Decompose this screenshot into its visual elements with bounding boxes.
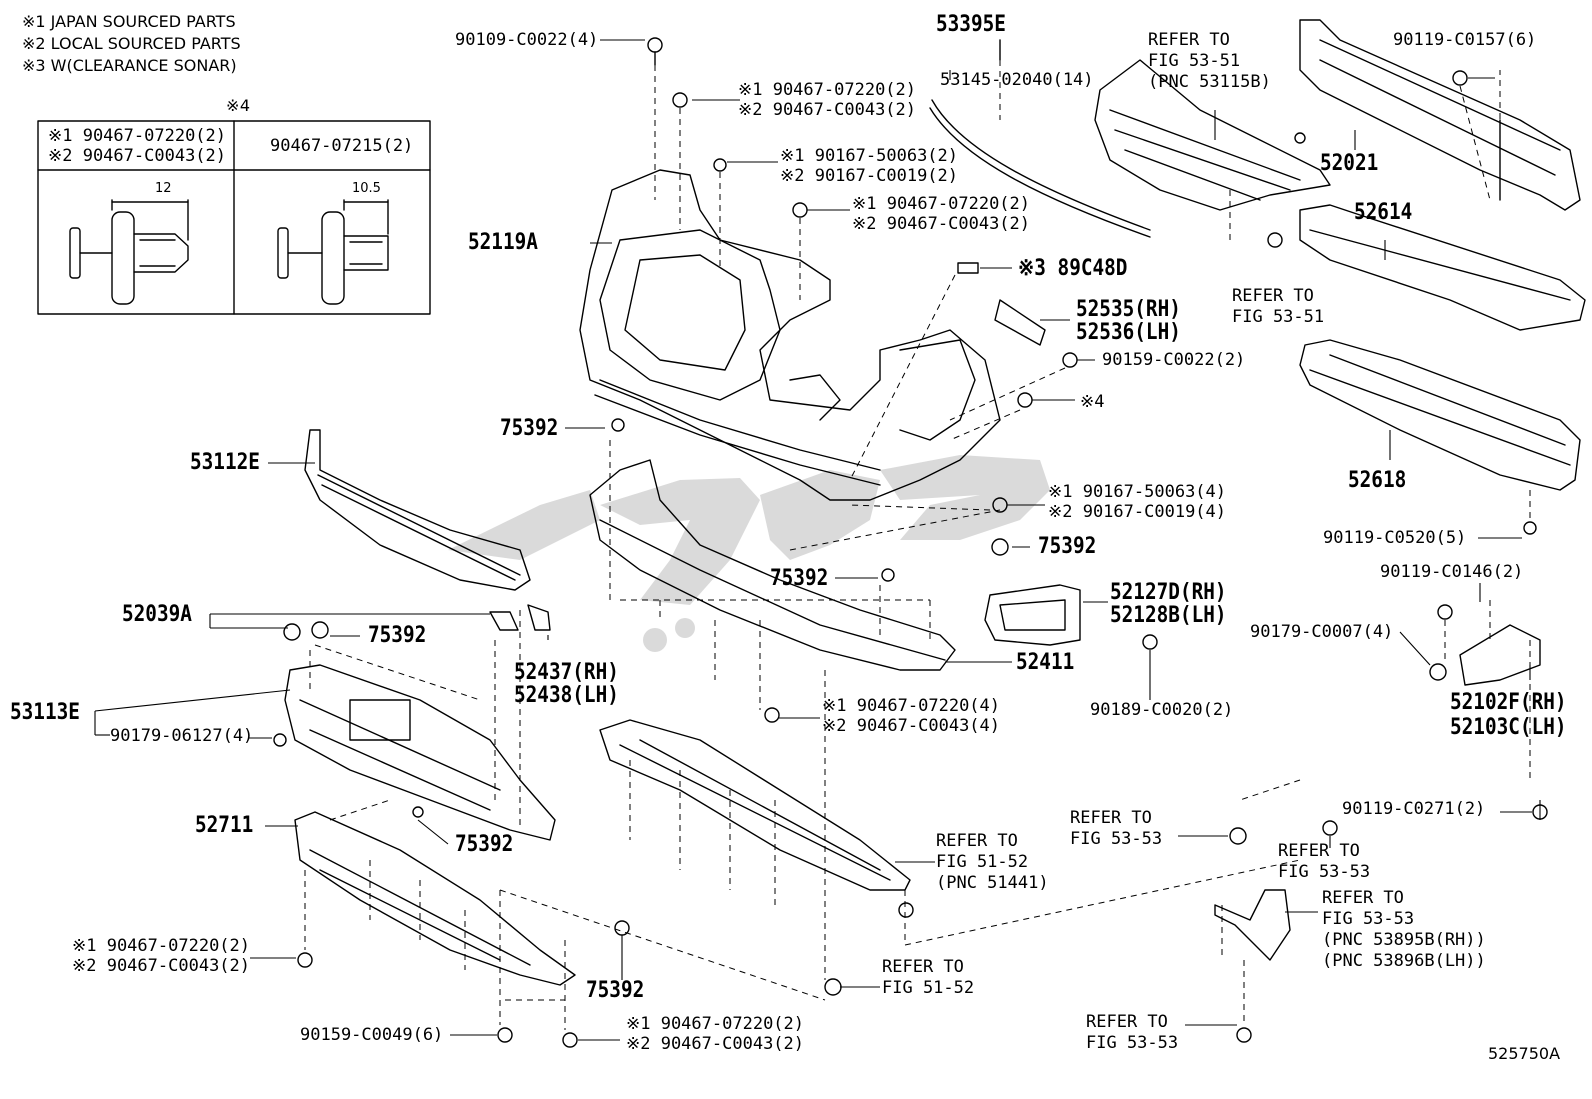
mudguard [1214,889,1291,961]
watermark-logo [448,455,1050,652]
absorber-52614 [1299,204,1586,331]
label-90179-06127[interactable]: 90179-06127(4) [110,726,254,746]
grille-53112e [304,429,531,591]
label-90109-c0022[interactable]: 90109-C0022(4) [455,30,599,50]
label-90159-c0049[interactable]: 90159-C0049(6) [300,1025,444,1045]
label-a2-local[interactable]: ※2 90167-C0019(2) [780,166,959,186]
bracket-52102f [1459,624,1541,686]
label-53112e[interactable]: 53112E [190,450,260,475]
fasteners [273,37,1548,1048]
label-b1-japan[interactable]: ※1 90167-50063(4) [1048,482,1227,502]
label-75392-c[interactable]: 75392 [770,566,829,591]
refer-fig-53-53-pnc[interactable]: REFER TO FIG 53-53 (PNC 53895B(RH)) (PNC… [1322,888,1486,971]
refer-fig-53-53-b[interactable]: REFER TO FIG 53-53 [1278,841,1371,882]
label-90179-c0007[interactable]: 90179-C0007(4) [1250,622,1394,642]
refer-fig-53-53-d[interactable]: REFER TO FIG 53-53 [1086,1012,1179,1053]
label-75392-f[interactable]: 75392 [586,978,645,1003]
refer-fig-53-53-a[interactable]: REFER TO FIG 53-53 [1070,808,1163,849]
label-e1-local[interactable]: ※2 90467-C0043(2) [72,956,251,976]
leader-lines [94,39,1541,1041]
label-52127d-rh[interactable]: 52127D(RH) [1110,580,1227,605]
cover-52618 [1299,339,1581,491]
legend-note-2: ※2 LOCAL SOURCED PARTS [22,34,241,53]
label-52411[interactable]: 52411 [1016,650,1075,675]
assembly-dashed-lines [304,60,1531,1030]
label-52128b-lh[interactable]: 52128B(LH) [1110,603,1227,628]
label-75392-d[interactable]: 75392 [368,623,427,648]
label-89c48d[interactable]: ※3 89C48D [1018,256,1128,281]
cover-52127d [984,584,1081,646]
inset-box [37,120,431,315]
inset-dim-left: 12 [155,181,172,196]
label-53145-02040[interactable]: 53145-02040(14) [940,70,1094,90]
figure-code: 525750A [1488,1044,1561,1063]
label-90119-c0146[interactable]: 90119-C0146(2) [1380,562,1524,582]
label-a3-japan[interactable]: ※1 90467-07220(2) [852,194,1031,214]
label-52437-rh[interactable]: 52437(RH) [514,660,619,685]
label-e1-japan[interactable]: ※1 90467-07220(2) [72,936,251,956]
label-52618[interactable]: 52618 [1348,468,1407,493]
label-a3-local[interactable]: ※2 90467-C0043(2) [852,214,1031,234]
inset-right-line: 90467-07215(2) [270,136,414,156]
label-a2-japan[interactable]: ※1 90167-50063(2) [780,146,959,166]
bumper-cover-52119a [579,169,1001,501]
label-a1-local[interactable]: ※2 90467-C0043(2) [738,100,917,120]
lower-panel-53113e [284,664,556,841]
label-75392-a[interactable]: 75392 [500,416,559,441]
label-d1-local[interactable]: ※2 90467-C0043(4) [822,716,1001,736]
refer-fig-53-51-pnc[interactable]: REFER TO FIG 53-51 (PNC 53115B) [1148,30,1271,92]
spoiler-52411 [589,459,956,671]
label-90119-c0520[interactable]: 90119-C0520(5) [1323,528,1467,548]
inset-left-line-2: ※2 90467-C0043(2) [48,146,227,166]
label-52711[interactable]: 52711 [195,813,254,838]
inset-dim-right: 10.5 [352,181,381,196]
label-90119-c0157[interactable]: 90119-C0157(6) [1393,30,1537,50]
label-52614[interactable]: 52614 [1354,200,1413,225]
label-52536-lh[interactable]: 52536(LH) [1076,320,1181,345]
label-90189-c0020[interactable]: 90189-C0020(2) [1090,700,1234,720]
legend-note-1: ※1 JAPAN SOURCED PARTS [22,12,236,31]
label-75392-b[interactable]: 75392 [1038,534,1097,559]
label-d1-japan[interactable]: ※1 90467-07220(4) [822,696,1001,716]
refer-fig-51-52[interactable]: REFER TO FIG 51-52 [882,957,975,998]
label-52103c-lh[interactable]: 52103C(LH) [1450,715,1567,740]
undercover-51441 [599,719,911,891]
legend-note-3: ※3 W(CLEARANCE SONAR) [22,56,237,75]
inset-mark: ※4 [226,96,251,115]
label-52039a[interactable]: 52039A [122,602,192,627]
label-52102f-rh[interactable]: 52102F(RH) [1450,690,1567,715]
reinforcement-52021 [1299,19,1581,211]
label-f1-japan[interactable]: ※1 90467-07220(2) [626,1014,805,1034]
label-52535-rh[interactable]: 52535(RH) [1076,297,1181,322]
label-90159-c0022[interactable]: 90159-C0022(2) [1102,350,1246,370]
label-b1-local[interactable]: ※2 90167-C0019(4) [1048,502,1227,522]
label-52119a[interactable]: 52119A [468,230,538,255]
refer-fig-51-52-pnc[interactable]: REFER TO FIG 51-52 (PNC 51441) [936,831,1049,893]
label-f1-local[interactable]: ※2 90467-C0043(2) [626,1034,805,1054]
inset-left-line-1: ※1 90467-07220(2) [48,126,227,146]
bracket-53115b [1094,59,1331,211]
label-52438-lh[interactable]: 52438(LH) [514,683,619,708]
label-53395e[interactable]: 53395E [936,12,1006,37]
label-a1-japan[interactable]: ※1 90467-07220(2) [738,80,917,100]
label-53113e[interactable]: 53113E [10,700,80,725]
refer-fig-53-51[interactable]: REFER TO FIG 53-51 [1232,286,1325,327]
molding-53395e [931,99,1151,231]
label-75392-e[interactable]: 75392 [455,832,514,857]
skid-52711 [294,811,576,986]
label-52021[interactable]: 52021 [1320,151,1379,176]
label-90119-c0271[interactable]: 90119-C0271(2) [1342,799,1486,819]
label-clip-note-4[interactable]: ※4 [1080,392,1105,412]
